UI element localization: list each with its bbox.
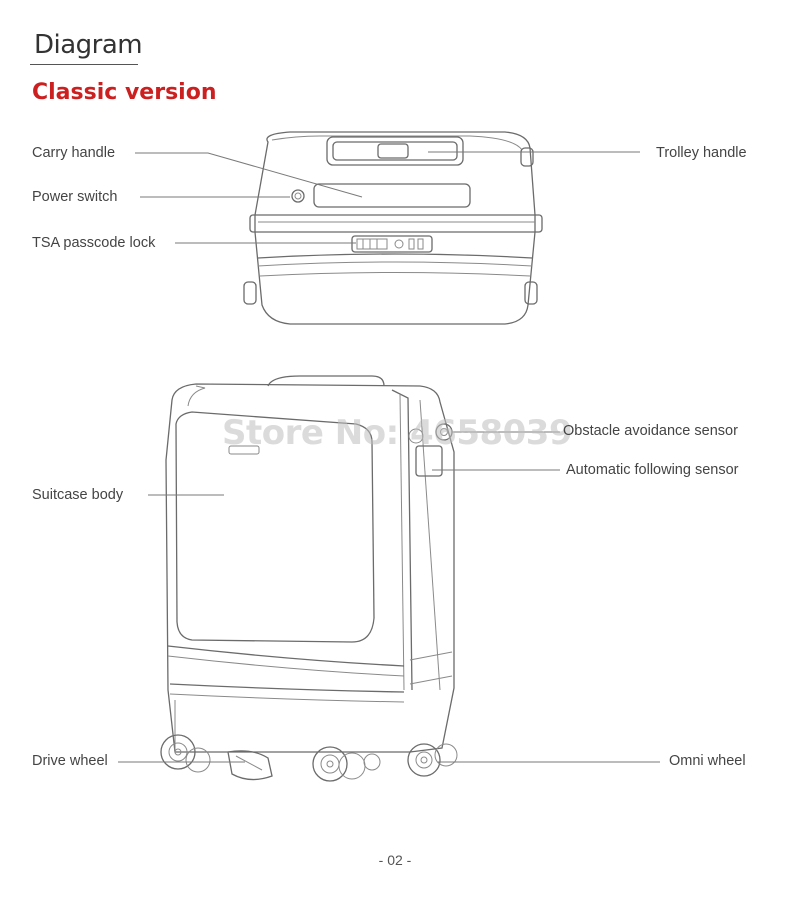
suitcase-body-label: Suitcase body	[32, 487, 124, 503]
wheel-center-front	[312, 746, 381, 782]
obstacle-sensor-label: Obstacle avoidance sensor	[563, 423, 738, 439]
page-number: - 02 -	[378, 852, 412, 868]
front-view-drawing	[160, 375, 458, 782]
drive-wheel-label: Drive wheel	[32, 753, 108, 769]
tsa-lock-label: TSA passcode lock	[32, 235, 156, 251]
title-underline	[30, 64, 138, 65]
page-title: Diagram	[34, 30, 143, 60]
carry-handle-label: Carry handle	[32, 145, 116, 161]
wheel-right-front	[407, 743, 458, 777]
store-watermark: Store No: 4658039	[222, 413, 573, 453]
wheel-drive	[227, 750, 273, 781]
top-view-drawing	[243, 131, 543, 325]
carry-handle-leader	[135, 152, 363, 198]
trolley-handle-label: Trolley handle	[656, 145, 747, 161]
power-switch-label: Power switch	[32, 189, 118, 205]
version-subtitle: Classic version	[32, 80, 217, 105]
wheel-left-front	[160, 734, 211, 773]
following-sensor-label: Automatic following sensor	[566, 462, 739, 478]
omni-wheel-label: Omni wheel	[669, 753, 746, 769]
